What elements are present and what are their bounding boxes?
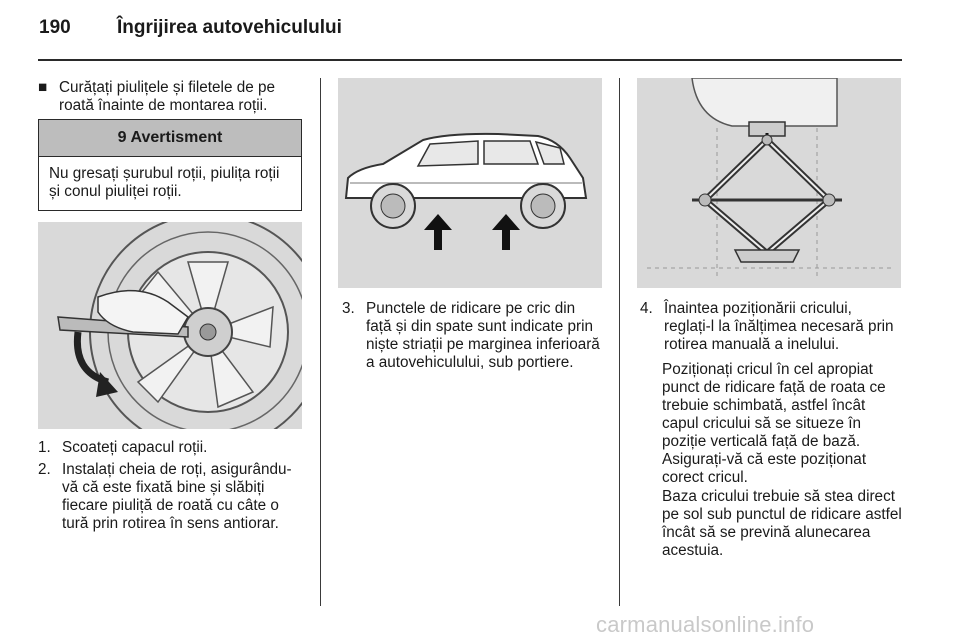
bullet-square-icon: ■ — [38, 79, 48, 96]
step-text: Punctele de ridicare pe cric din față și… — [366, 300, 600, 371]
column-divider-right — [619, 78, 620, 606]
step-4: 4. Înaintea poziționării cricului, regla… — [640, 300, 902, 354]
header-rule — [38, 59, 902, 61]
car-jack-points-figure — [338, 78, 602, 288]
scissor-jack-figure — [637, 78, 901, 288]
step-1: 1. Scoateți capacul roții. — [38, 439, 304, 457]
step-text: Înaintea poziționării cricului, reglați-… — [664, 300, 894, 353]
step-2: 2. Instalați cheia de roți, asigurându-v… — [38, 461, 306, 533]
step-number: 1. — [38, 439, 51, 456]
warning-icon: 9 — [117, 129, 127, 146]
step-number: 4. — [640, 300, 653, 317]
warning-header: 9 Avertisment — [39, 120, 301, 157]
column-divider-left — [320, 78, 321, 606]
car-side-illustration — [344, 132, 588, 250]
step-3: 3. Punctele de ridicare pe cric din față… — [342, 300, 604, 372]
wheel-wrench-figure — [38, 222, 302, 429]
warning-text: Nu gresați șurubul roții, piulița roții … — [49, 165, 280, 200]
wheel-wrench-illustration — [57, 222, 302, 429]
step-number: 2. — [38, 461, 51, 478]
step-text: Instalați cheia de roți, asigurându-vă c… — [62, 461, 292, 532]
watermark: carmanualsonline.info — [596, 612, 815, 637]
warning-title: Avertisment — [130, 129, 223, 146]
scissor-jack-illustration — [647, 78, 891, 278]
page-title: Îngrijirea autovehiculului — [117, 17, 342, 38]
paragraph-jack-base: Baza cricului trebuie să stea direct pe … — [662, 488, 902, 559]
step-text: Scoateți capacul roții. — [62, 439, 208, 456]
step-number: 3. — [342, 300, 355, 317]
page-number: 190 — [39, 17, 71, 38]
warning-box: 9 Avertisment Nu gresați șurubul roții, … — [38, 119, 302, 211]
bullet-text: Curățați piulițele și filetele de pe roa… — [59, 79, 275, 114]
bullet-item: ■ Curățați piulițele și filetele de pe r… — [38, 79, 300, 115]
paragraph-jack-position: Poziționați cricul în cel apropiat punct… — [662, 361, 886, 486]
